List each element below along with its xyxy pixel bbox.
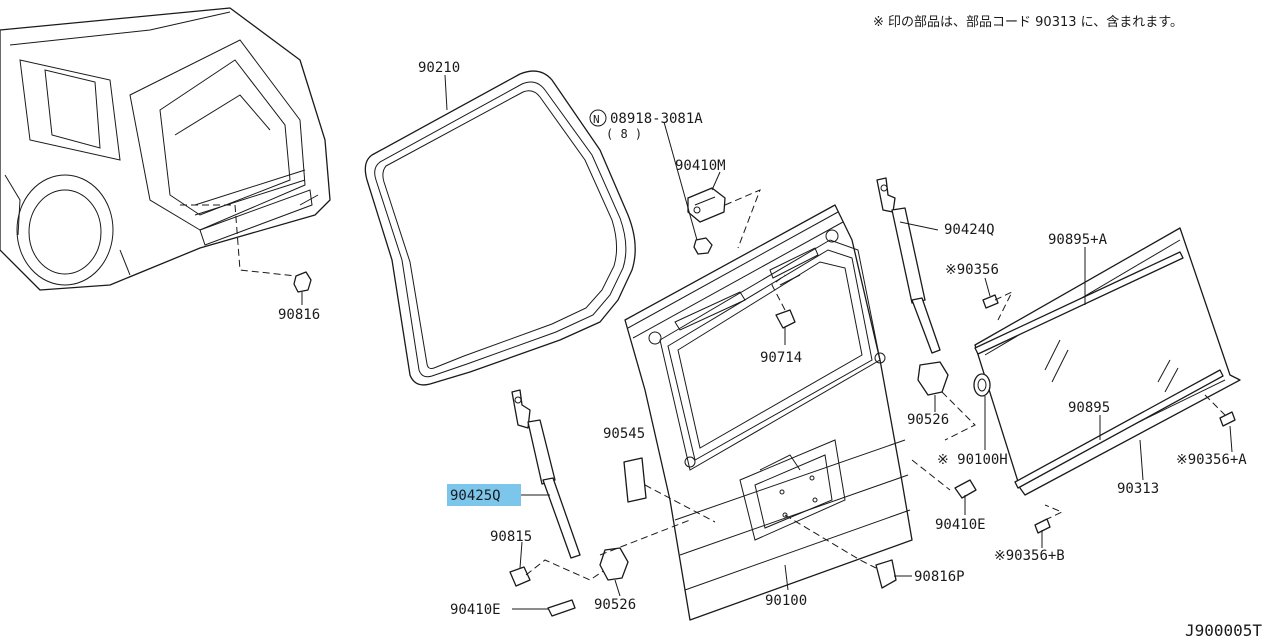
clip-90714[interactable] (775, 309, 796, 329)
label-90816p: 90816P (914, 569, 965, 585)
drawing-code: J900005T (1185, 621, 1262, 640)
label-90424q: 90424Q (944, 222, 995, 238)
label-90100: 90100 (765, 593, 807, 609)
bolt-90410e-left[interactable] (547, 599, 576, 617)
label-90356-a: ※90356+A (1176, 452, 1247, 468)
label-90816: 90816 (278, 307, 320, 323)
gas-stay-90424q[interactable] (876, 177, 941, 354)
grommet-90100h[interactable] (973, 373, 991, 397)
molding-90895-a[interactable] (974, 251, 1184, 355)
vehicle-rear-illustration (0, 7, 331, 293)
label-90425q[interactable]: 90425Q (450, 488, 501, 504)
bolt-spec-quantity: ( 8 ) (606, 127, 642, 141)
label-90895: 90895 (1068, 400, 1110, 416)
label-90356: ※90356 (945, 262, 999, 278)
pin-90356[interactable] (982, 294, 999, 309)
bumper-90815[interactable] (509, 566, 531, 587)
label-90526-right: 90526 (907, 412, 949, 428)
gas-stay-90425q[interactable] (511, 389, 581, 559)
label-90410m: 90410M (675, 158, 726, 174)
hinge-bracket-90526-right[interactable] (917, 361, 949, 396)
pin-90356-b[interactable] (1034, 518, 1051, 534)
clip-90816p[interactable] (875, 559, 897, 589)
pad-90545[interactable] (623, 457, 647, 503)
label-90210: 90210 (418, 60, 460, 76)
label-90410e-right: 90410E (935, 517, 986, 533)
molding-90895[interactable] (1014, 369, 1224, 489)
pin-90356-a[interactable] (1219, 411, 1236, 427)
label-90815: 90815 (490, 529, 532, 545)
bolt-spec-circle-letter: N (593, 113, 600, 126)
bolt-spec-callout: N 08918-3081A ( 8 ) (589, 109, 703, 141)
label-90410e-left: 90410E (450, 602, 501, 618)
header-note: ※ 印の部品は、部品コード 90313 に、含まれます。 (873, 14, 1183, 30)
label-90714: 90714 (760, 350, 802, 366)
label-90545: 90545 (603, 426, 645, 442)
leader-lines (301, 74, 1233, 610)
bracket-90410m[interactable] (687, 187, 726, 223)
selected-part-highlight (447, 484, 521, 506)
weatherstrip-90210[interactable] (364, 70, 636, 386)
label-90313: 90313 (1117, 481, 1159, 497)
label-90356-b: ※90356+B (994, 548, 1065, 564)
label-90526-left: 90526 (594, 597, 636, 613)
back-door-panel-90100[interactable] (624, 204, 913, 621)
label-90895-a: 90895+A (1048, 232, 1108, 248)
nut-08918-3081a[interactable] (693, 237, 713, 255)
bolt-90410e-right[interactable] (954, 479, 977, 499)
label-90100h: ※ 90100H (937, 452, 1008, 468)
bolt-spec-number: 08918-3081A (610, 111, 703, 127)
hinge-bracket-90526-left[interactable] (599, 547, 629, 581)
